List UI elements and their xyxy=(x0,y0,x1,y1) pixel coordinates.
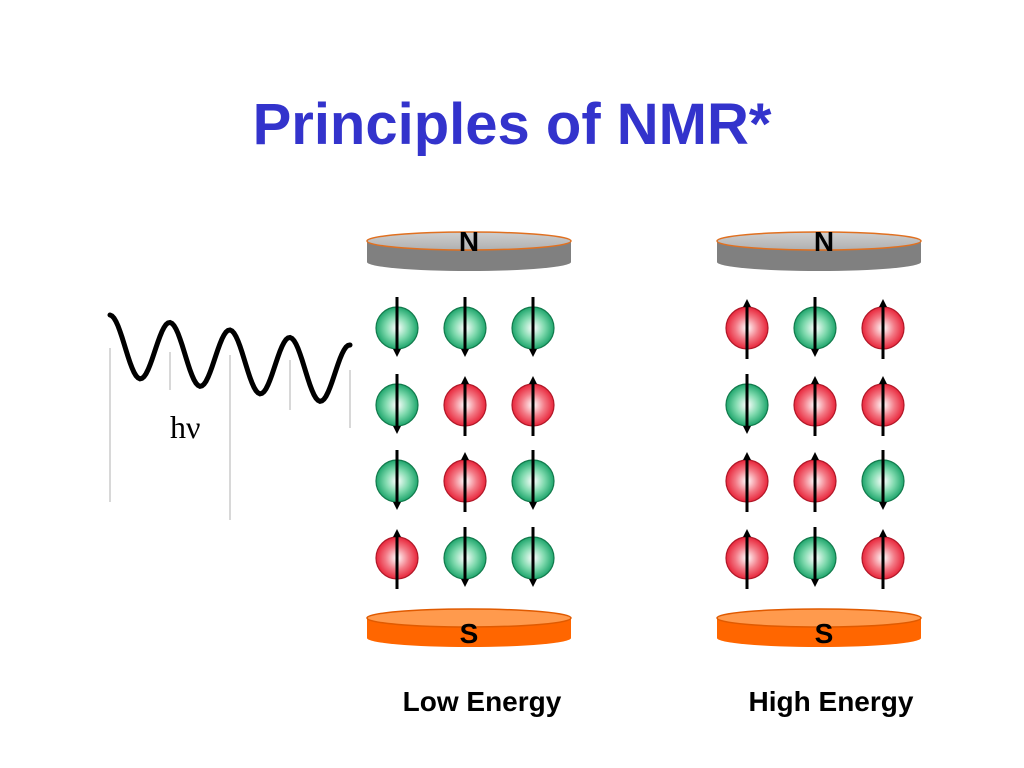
north-label: N xyxy=(459,226,479,257)
south-magnet: S xyxy=(716,608,922,649)
north-magnet: N xyxy=(716,226,922,271)
hv-label: hν xyxy=(170,409,200,445)
wave-curve xyxy=(107,312,353,404)
low-energy-caption: Low Energy xyxy=(403,686,562,717)
spin-down xyxy=(511,297,555,357)
spin-up xyxy=(511,376,555,436)
spin-down xyxy=(511,527,555,587)
high-energy-caption: High Energy xyxy=(749,686,914,717)
spin-up xyxy=(725,299,769,359)
spin-up xyxy=(725,452,769,512)
spin-up xyxy=(793,452,837,512)
spin-up xyxy=(375,529,419,589)
spin-down xyxy=(443,297,487,357)
south-magnet: S xyxy=(366,608,572,649)
spin-up xyxy=(443,376,487,436)
slide-title: Principles of NMR* xyxy=(252,92,772,157)
spin-down xyxy=(793,527,837,587)
spin-down xyxy=(861,450,905,510)
spin-down xyxy=(443,527,487,587)
spin-up xyxy=(861,376,905,436)
spin-up xyxy=(793,376,837,436)
spin-grid xyxy=(725,297,905,589)
spin-up xyxy=(861,529,905,589)
south-label: S xyxy=(460,618,479,649)
spin-down xyxy=(793,297,837,357)
spin-down xyxy=(511,450,555,510)
spin-grid xyxy=(375,297,555,589)
north-label: N xyxy=(814,226,834,257)
south-label: S xyxy=(815,618,834,649)
spin-down xyxy=(375,297,419,357)
spin-up xyxy=(861,299,905,359)
spin-down xyxy=(725,374,769,434)
spin-up xyxy=(725,529,769,589)
panel-low-energy: N S Low Energy xyxy=(366,226,572,717)
spin-down xyxy=(375,374,419,434)
spin-down xyxy=(375,450,419,510)
panel-high-energy: N S High Energy xyxy=(716,226,922,717)
spin-up xyxy=(443,452,487,512)
radiation-wave: hν xyxy=(107,312,353,520)
north-magnet: N xyxy=(366,226,572,271)
